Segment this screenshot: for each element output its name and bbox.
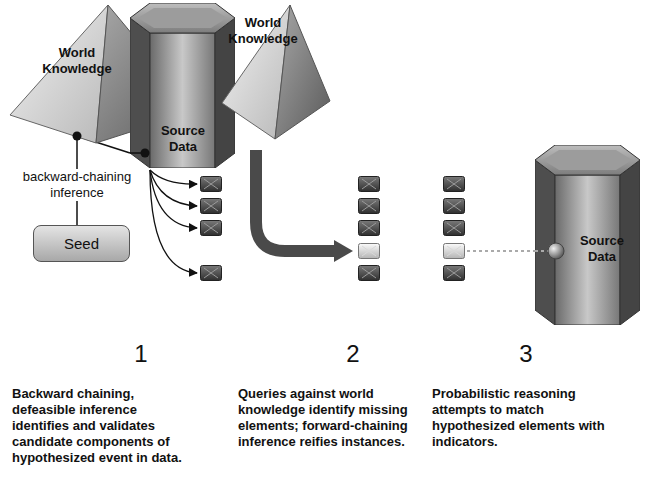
node-text: World Knowledge xyxy=(34,45,120,77)
step-number: 2 xyxy=(338,340,368,368)
chaining-arrows xyxy=(150,170,197,273)
element-column xyxy=(444,177,465,281)
step-caption: Probabilistic reasoning attempts to matc… xyxy=(432,386,612,450)
forward-chaining-arrow xyxy=(256,150,353,262)
node-text: Source Data xyxy=(150,123,216,155)
step-caption: Queries against world knowledge identify… xyxy=(238,386,418,450)
element-column xyxy=(359,177,380,281)
node-text: Seed xyxy=(64,235,99,253)
node-text: Source Data xyxy=(569,233,635,265)
node-text: World Knowledge xyxy=(220,15,306,47)
match-line xyxy=(467,250,536,252)
step-number: 3 xyxy=(511,340,541,368)
seed-box: Seed xyxy=(33,225,130,262)
edge-label: backward-chaining inference xyxy=(5,169,149,201)
step-number: 1 xyxy=(126,340,156,368)
candidate-boxes xyxy=(201,177,222,281)
knowledge-pyramid: World Knowledge xyxy=(220,3,332,141)
source-data-cylinder: Source Data xyxy=(130,3,235,168)
step-caption: Backward chaining, defeasible inference … xyxy=(12,386,184,466)
source-data-cylinder: Source Data xyxy=(535,145,640,325)
